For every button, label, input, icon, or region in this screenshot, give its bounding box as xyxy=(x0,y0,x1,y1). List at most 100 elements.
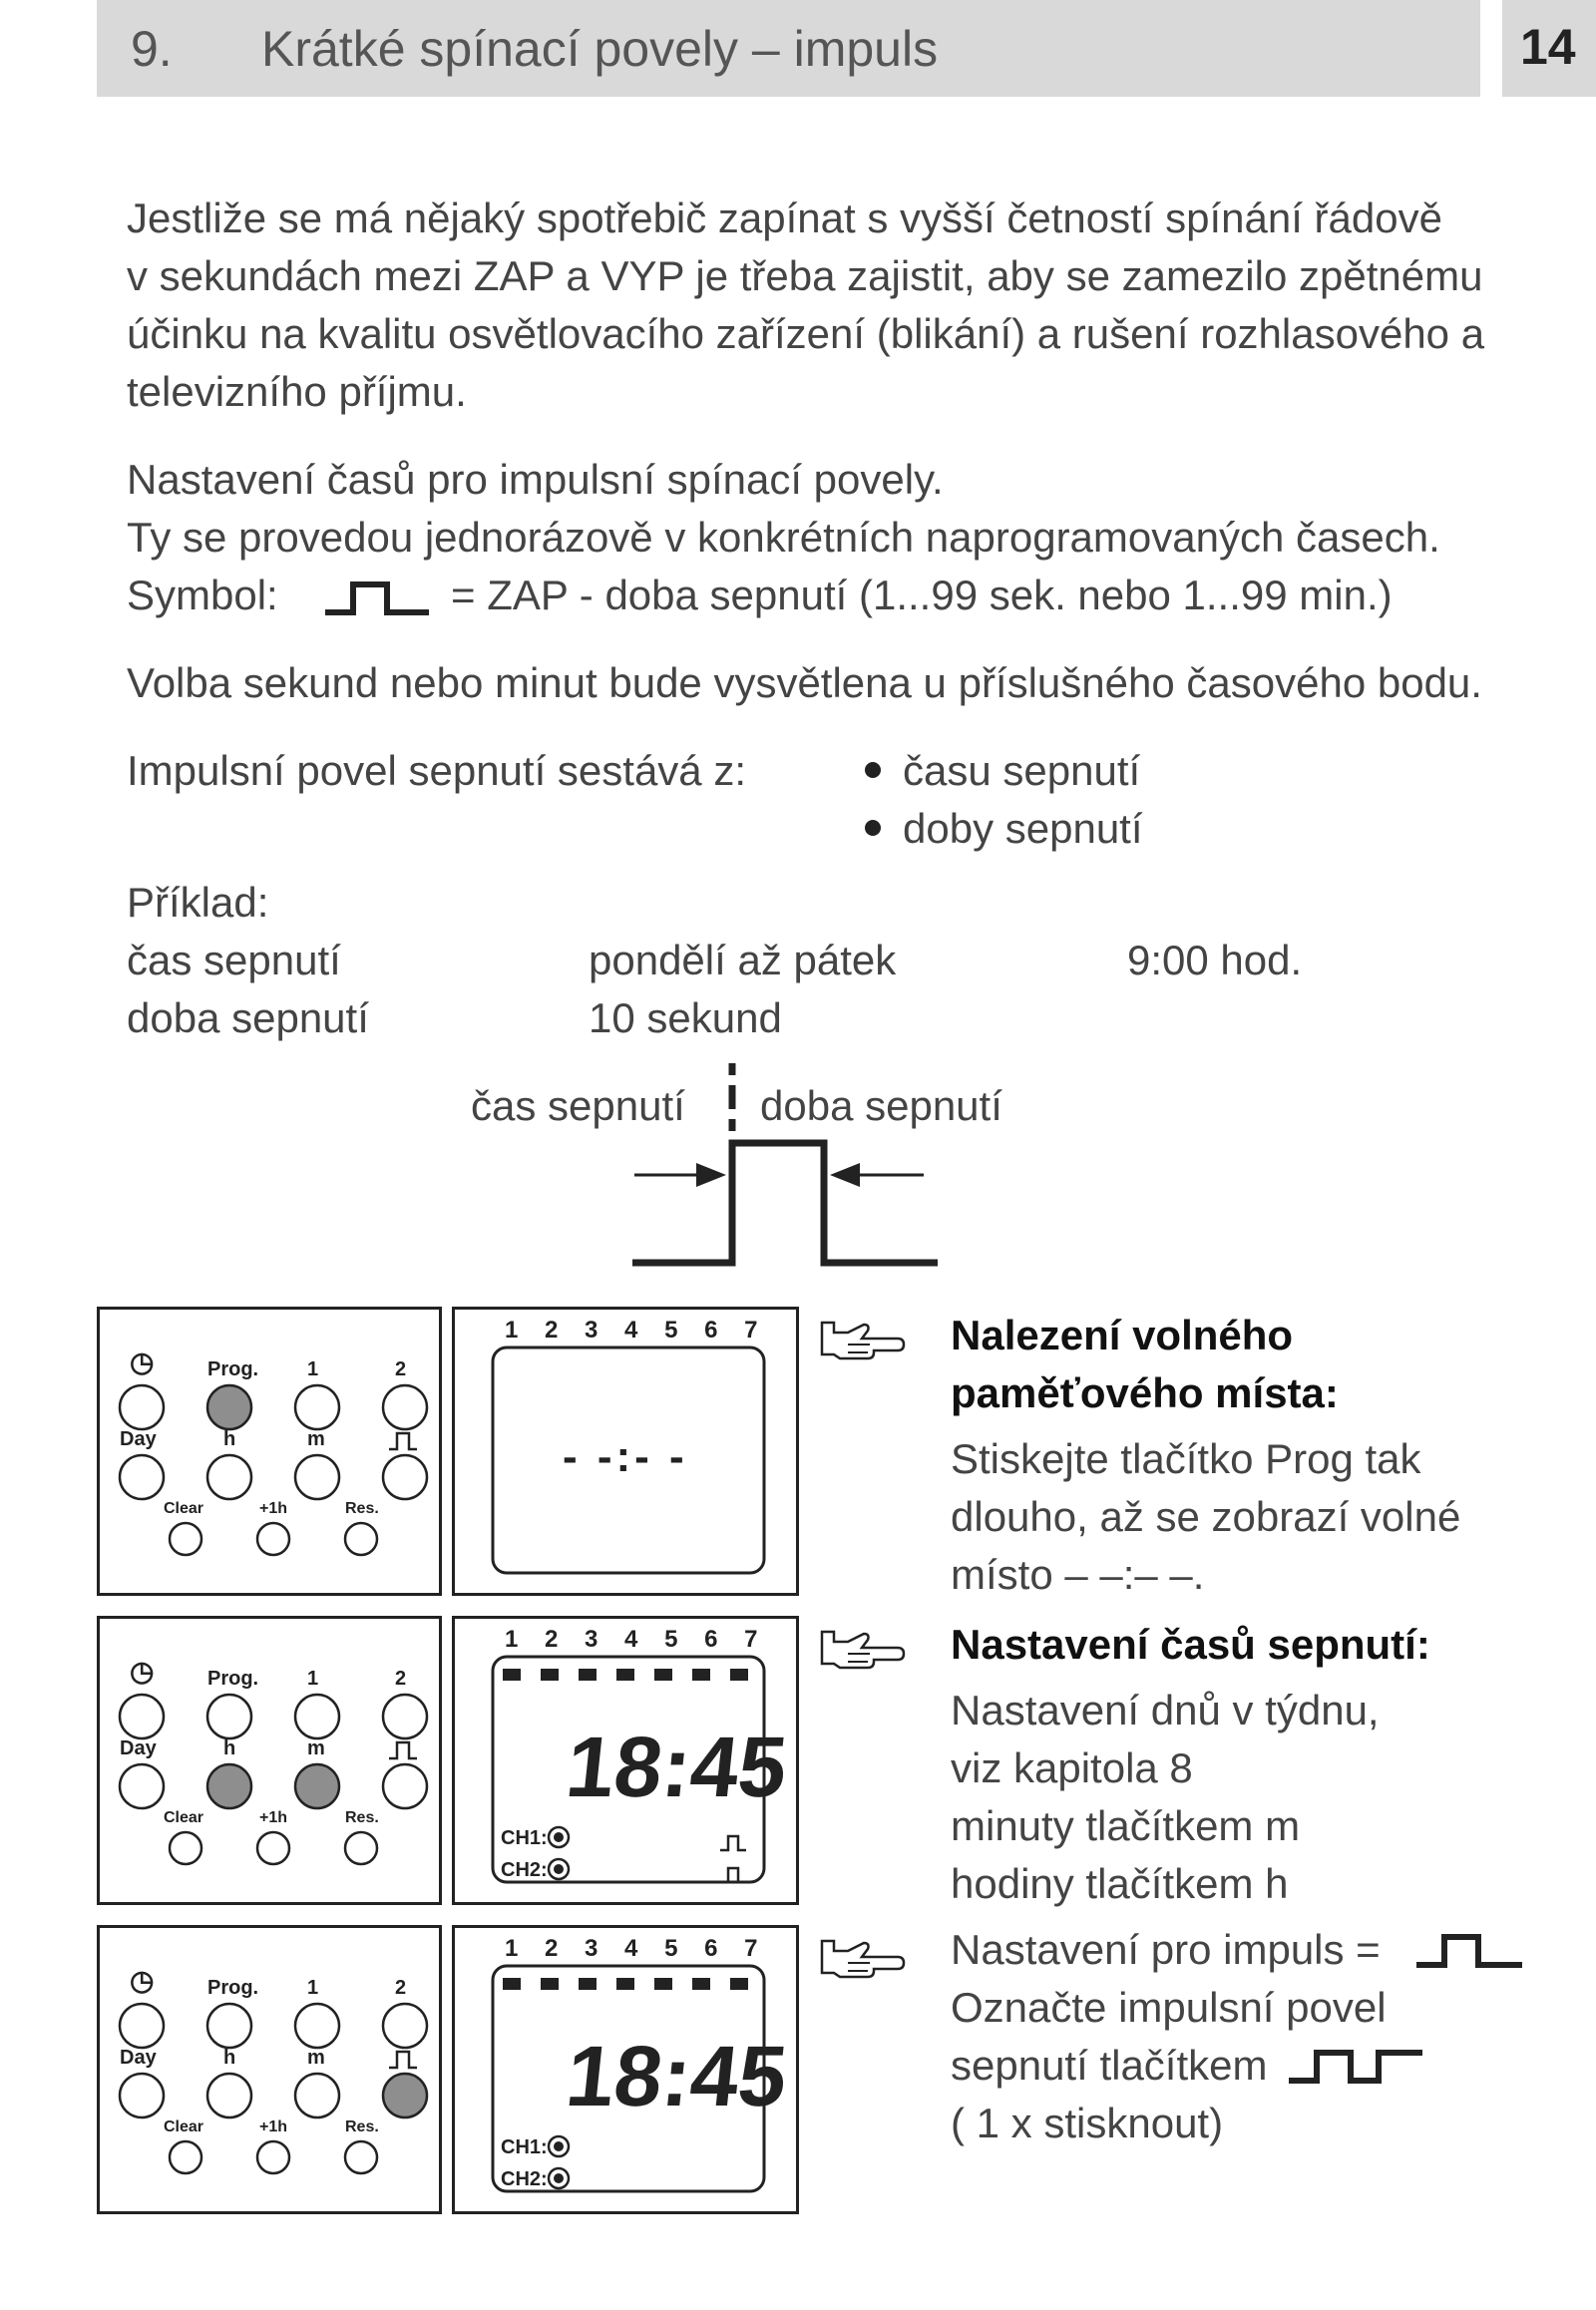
diagram-label-left: čas sepnutí xyxy=(471,1082,685,1129)
time-readout: 18:45 xyxy=(562,2029,791,2124)
symbol-label: Symbol: xyxy=(127,572,278,618)
display-panel: 1 2 3 4 5 6 7 18:45 CH1: CH2: xyxy=(452,1925,799,2214)
example-row1-name: čas sepnutí xyxy=(127,937,341,983)
svg-text:CH2:: CH2: xyxy=(501,2168,548,2190)
pulse-key-pressed xyxy=(381,2072,429,2119)
diagram-label-right: doba sepnutí xyxy=(760,1082,1002,1129)
chapter-title: Krátké spínací povely – impuls xyxy=(261,21,939,77)
display-panel: 1 2 3 4 5 6 7 18:45 CH1: CH2: xyxy=(452,1616,799,1905)
weekday-markers xyxy=(503,1978,748,1990)
clock-icon: ◷ xyxy=(130,1347,154,1377)
svg-text:CH2:: CH2: xyxy=(501,1859,548,1881)
keypad-panel: ◷ Prog. 1 2 Day h m Clear +1h Res. xyxy=(97,1616,442,1905)
pulse-diagram xyxy=(632,1063,938,1267)
svg-text:h: h xyxy=(223,1737,235,1759)
svg-text:CH1:: CH1: xyxy=(501,1827,548,1849)
intro-line-3: účinku na kvalitu osvětlovacího zařízení… xyxy=(127,310,1485,357)
svg-text:h: h xyxy=(223,2047,235,2069)
pulse-key-symbol-icon xyxy=(1289,2050,1422,2084)
pulse-key-icon xyxy=(389,1431,417,1451)
step-body: ( 1 x stisknout) xyxy=(951,2100,1224,2146)
ch1-indicator xyxy=(547,2134,571,2158)
page-number-box: 14 xyxy=(1502,0,1596,97)
empty-time-readout: - -:- - xyxy=(563,1432,688,1481)
lcd-display: 1 2 3 4 5 6 7 18:45 CH1: CH2: xyxy=(491,1935,791,2193)
lcd-display: 1 2 3 4 5 6 7 - -:- - xyxy=(491,1317,767,1575)
svg-text:Res.: Res. xyxy=(345,2118,379,2135)
ch2-indicator xyxy=(547,2166,571,2190)
hand-icon: 2 xyxy=(395,1358,406,1380)
h-key-pressed xyxy=(205,1762,253,1810)
example-row2-name: doba sepnutí xyxy=(127,994,369,1041)
display-panel: 1 2 3 4 5 6 7 - -:- - xyxy=(452,1307,799,1596)
svg-text:+1h: +1h xyxy=(259,2118,287,2135)
pointing-hand-icon xyxy=(820,1939,906,1979)
step-body: sepnutí tlačítkem xyxy=(951,2042,1268,2089)
svg-text:m: m xyxy=(307,1428,325,1450)
pulse-symbol-icon xyxy=(325,581,429,615)
svg-text:Res.: Res. xyxy=(345,1809,379,1826)
step-body: dlouho, až se zobrazí volné xyxy=(951,1493,1461,1540)
keypad: ◷ Prog. 1 2 Day h m Clear +1h Res. xyxy=(118,1656,429,1866)
svg-text:m: m xyxy=(307,1737,325,1759)
svg-text:CH1:: CH1: xyxy=(501,2136,548,2158)
pointing-hand-icon xyxy=(820,1321,906,1360)
hand-icon: 2 xyxy=(395,1668,406,1690)
weekday-numbers: 1 2 3 4 5 6 7 xyxy=(505,1935,767,1962)
step-body: minuty tlačítkem m xyxy=(951,1802,1301,1849)
svg-text:+1h: +1h xyxy=(259,1809,287,1826)
weekday-numbers: 1 2 3 4 5 6 7 xyxy=(505,1626,767,1653)
hand-icon: 1 xyxy=(307,1977,318,1999)
m-key-pressed xyxy=(293,1762,341,1810)
settings-line-2: Ty se provedou jednorázově v konkrétních… xyxy=(127,514,1440,561)
svg-text:Prog.: Prog. xyxy=(207,1668,258,1690)
bullet-item: doby sepnutí xyxy=(865,800,1143,858)
svg-text:m: m xyxy=(307,2047,325,2069)
weekday-numbers: 1 2 3 4 5 6 7 xyxy=(505,1317,767,1344)
step-body: místo – –:– –. xyxy=(951,1551,1205,1598)
step-title: Nalezení volného xyxy=(951,1312,1294,1358)
keypad: ◷ Prog. 1 2 Day h m Clear +1h Res. xyxy=(118,1965,429,2175)
weekday-markers xyxy=(503,1669,748,1681)
chapter-number: 9. xyxy=(131,21,173,77)
settings-line: Nastavení časů pro impulsní spínací pove… xyxy=(127,456,944,503)
svg-text:Day: Day xyxy=(120,2047,158,2069)
composition-label: Impulsní povel sepnutí sestává z: xyxy=(127,747,746,794)
svg-text:Clear: Clear xyxy=(164,1809,203,1826)
step-body: hodiny tlačítkem h xyxy=(951,1860,1289,1907)
pulse-icon xyxy=(720,1866,746,1884)
ch1-indicator xyxy=(547,1825,571,1849)
step-body: Označte impulsní povel xyxy=(951,1984,1387,2031)
svg-text:Res.: Res. xyxy=(345,1500,379,1517)
example-label: Příklad: xyxy=(127,879,269,926)
keypad-panel: ◷ Prog. 1 2 Day h m Clear +1h Res. xyxy=(97,1925,442,2214)
time-readout: 18:45 xyxy=(562,1720,791,1815)
example-row1-value: pondělí až pátek xyxy=(589,937,897,983)
svg-text:Day: Day xyxy=(120,1737,158,1759)
svg-text:Day: Day xyxy=(120,1428,158,1450)
bullet-item: času sepnutí xyxy=(865,742,1140,800)
clock-icon: ◷ xyxy=(130,1656,154,1687)
step-body: viz kapitola 8 xyxy=(951,1744,1193,1791)
hand-icon: 1 xyxy=(307,1668,318,1690)
pulse-key-icon xyxy=(389,2050,417,2070)
hand-icon: 2 xyxy=(395,1977,406,1999)
pointing-hand-icon xyxy=(820,1630,906,1670)
svg-text:h: h xyxy=(223,1428,235,1450)
example-row1-time: 9:00 hod. xyxy=(1127,937,1303,983)
pulse-symbol-icon xyxy=(1416,1934,1522,1968)
step-body: Nastavení pro impuls = xyxy=(951,1926,1381,1973)
selection-note: Volba sekund nebo minut bude vysvětlena … xyxy=(127,659,1482,706)
step-title: paměťového místa: xyxy=(951,1369,1339,1416)
hand-icon: 1 xyxy=(307,1358,318,1380)
intro-line-1: Jestliže se má nějaký spotřebič zapínat … xyxy=(127,194,1442,241)
chapter-header: 9. Krátké spínací povely – impuls xyxy=(97,0,1480,97)
lcd-display: 1 2 3 4 5 6 7 18:45 CH1: CH2: xyxy=(491,1626,791,1884)
pulse-key-icon xyxy=(389,1740,417,1760)
svg-text:Clear: Clear xyxy=(164,2118,203,2135)
step-title: Nastavení časů sepnutí: xyxy=(951,1621,1430,1668)
svg-text:+1h: +1h xyxy=(259,1500,287,1517)
page-number: 14 xyxy=(1520,19,1576,75)
keypad: ◷ Prog. 1 2 Day h m Clear +1h Res. xyxy=(118,1347,429,1557)
step-body: Stiskejte tlačítko Prog tak xyxy=(951,1435,1421,1482)
